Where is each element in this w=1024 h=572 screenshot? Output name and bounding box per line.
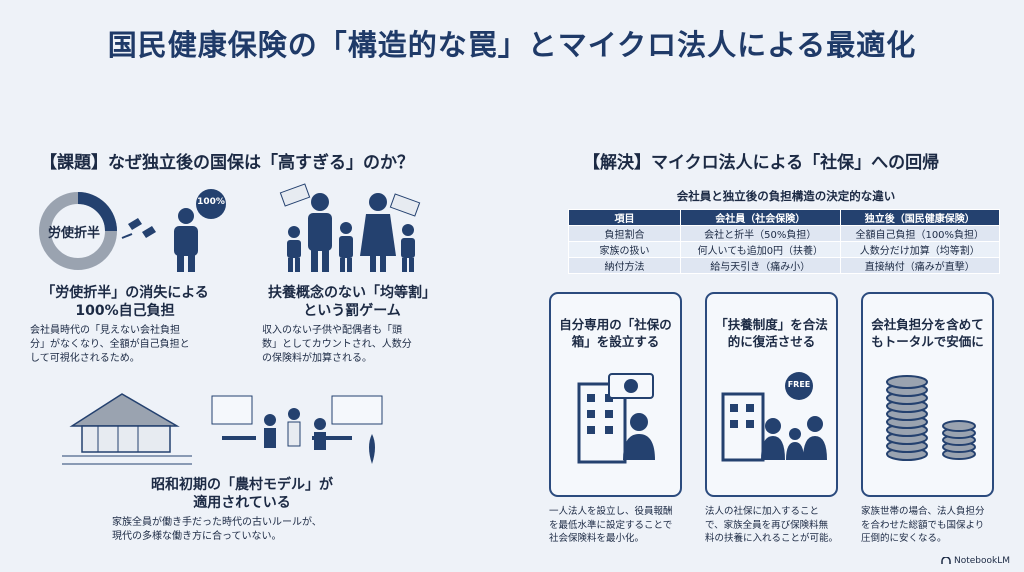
page-title: 国民健康保険の「構造的な罠」とマイクロ法人による最適化 — [107, 28, 917, 62]
card1-title-line1: 自分専用の「社保の — [559, 317, 672, 332]
card3-desc-line1: 家族世帯の場合、法人負担分 — [861, 506, 985, 517]
notebooklm-icon — [941, 557, 951, 564]
table-cell: 会社と折半（50%負担） — [680, 225, 841, 242]
comparison-table: 項目 会社員（社会保険） 独立後（国民健康保険） 負担割合 会社と折半（50%負… — [567, 209, 1001, 274]
block-labor-split: 「労使折半」の消失による 100%自己負担 会社員時代の「見えない会社負担 分」… — [30, 284, 220, 366]
card1-desc-line1: 一人法人を設立し、役員報酬 — [549, 506, 673, 517]
table-cell: 納付方法 — [567, 257, 682, 274]
card3-title-line2: もトータルで安価に — [871, 334, 984, 349]
solution-card-total-cost: 会社負担分を含めて もトータルで安価に — [861, 292, 994, 497]
block1-desc-line3: して可視化されるため。 — [30, 353, 140, 364]
block3-title-line2: 適用されている — [193, 495, 291, 511]
card1-desc-line2: を最低水準に設定することで — [549, 519, 673, 531]
block1-desc-line1: 会社員時代の「見えない会社負担 — [30, 325, 180, 336]
card3-desc-line2: を合わせた総額でも国保より — [861, 519, 985, 531]
table-cell: 負担割合 — [567, 225, 682, 242]
card2-desc-line1: 法人の社保に加入すること — [705, 506, 820, 517]
table-cell: 直接納付（痛みが直撃） — [839, 257, 1001, 274]
block1-title-line2: 100%自己負担 — [75, 303, 175, 319]
table-header: 項目 — [567, 209, 682, 226]
100-percent-badge: 100% — [197, 197, 225, 207]
office-building-icon — [559, 364, 672, 489]
card2-desc-line3: 料の扶養に入れることが可能。 — [705, 533, 839, 544]
block1-desc-line2: 分」がなくなり、全額が自己負担と — [30, 339, 190, 350]
block2-title-line1: 扶養概念のない「均等割」 — [268, 285, 436, 301]
notebooklm-logo: NotebookLM — [941, 556, 1010, 566]
farmhouse-office-illustration — [62, 384, 392, 474]
card2-title-line1: 「扶養制度」を合法 — [715, 317, 828, 332]
problem-heading: 【課題】なぜ独立後の国保は「高すぎる」のか？ — [40, 153, 414, 173]
solution-card-company-box: 自分専用の「社保の 箱」を設立する — [549, 292, 682, 497]
solution-heading: 【解決】マイクロ法人による「社保」への回帰 — [583, 153, 940, 173]
table-cell: 人数分だけ加算（均等割） — [839, 241, 1001, 258]
table-cell: 何人いても追加0円（扶養） — [680, 241, 841, 258]
table-cell: 家族の扱い — [567, 241, 682, 258]
family-building-icon: FREE — [715, 364, 828, 489]
table-caption: 会社員と独立後の負担構造の決定的な違い — [676, 189, 896, 203]
block2-desc-line3: の保険料が加算される。 — [262, 353, 372, 364]
card1-description: 一人法人を設立し、役員報酬 を最低水準に設定することで 社会保険料を最小化。 — [549, 505, 689, 546]
solution-card-dependents: 「扶養制度」を合法 的に復活させる FREE — [705, 292, 838, 497]
card3-description: 家族世帯の場合、法人負担分 を合わせた総額でも国保より 圧倒的に安くなる。 — [861, 505, 1001, 546]
donut-label: 労使折半 — [48, 226, 101, 241]
table-row: 負担割合 会社と折半（50%負担） 全額自己負担（100%負担） — [567, 225, 1001, 242]
block-rural-model: 昭和初期の「農村モデル」が 適用されている 家族全員が働き手だった時代の古いルー… — [112, 476, 372, 544]
free-badge: FREE — [787, 380, 811, 389]
coin-stacks-icon — [871, 364, 984, 489]
logo-text: NotebookLM — [953, 556, 1010, 566]
table-header-row: 項目 会社員（社会保険） 独立後（国民健康保険） — [567, 209, 1001, 226]
table-cell: 給与天引き（痛み小） — [680, 257, 841, 274]
family-illustration — [262, 180, 442, 276]
card2-desc-line2: で、家族全員を再び保険料無 — [705, 519, 829, 531]
table-row: 納付方法 給与天引き（痛み小） 直接納付（痛みが直撃） — [567, 257, 1001, 274]
block-equal-share: 扶養概念のない「均等割」 という罰ゲーム 収入のない子供や配偶者も「頭 数」とし… — [262, 284, 442, 366]
block1-title-line1: 「労使折半」の消失による — [41, 285, 209, 301]
table-header: 独立後（国民健康保険） — [839, 209, 1001, 226]
table-cell: 全額自己負担（100%負担） — [839, 225, 1001, 242]
block3-desc-line1: 家族全員が働き手だった時代の古いルールが、 — [112, 517, 322, 528]
block2-desc-line2: 数」としてカウントされ、人数分 — [262, 339, 412, 350]
card3-title-line1: 会社負担分を含めて — [871, 317, 984, 332]
block3-title-line1: 昭和初期の「農村モデル」が — [151, 477, 333, 493]
block3-desc-line2: 現代の多様な働き方に合っていない。 — [112, 531, 282, 542]
card2-title-line2: 的に復活させる — [727, 334, 816, 349]
card3-desc-line3: 圧倒的に安くなる。 — [861, 533, 947, 544]
card2-description: 法人の社保に加入すること で、家族全員を再び保険料無 料の扶養に入れることが可能… — [705, 505, 845, 546]
block2-title-line2: という罰ゲーム — [303, 303, 401, 319]
block2-desc-line1: 収入のない子供や配偶者も「頭 — [262, 325, 402, 336]
labor-split-illustration: 労使折半 100% — [36, 186, 236, 276]
table-row: 家族の扱い 何人いても追加0円（扶養） 人数分だけ加算（均等割） — [567, 241, 1001, 258]
card1-desc-line3: 社会保険料を最小化。 — [549, 533, 645, 544]
card1-title-line2: 箱」を設立する — [571, 334, 660, 349]
table-header: 会社員（社会保険） — [680, 209, 841, 226]
